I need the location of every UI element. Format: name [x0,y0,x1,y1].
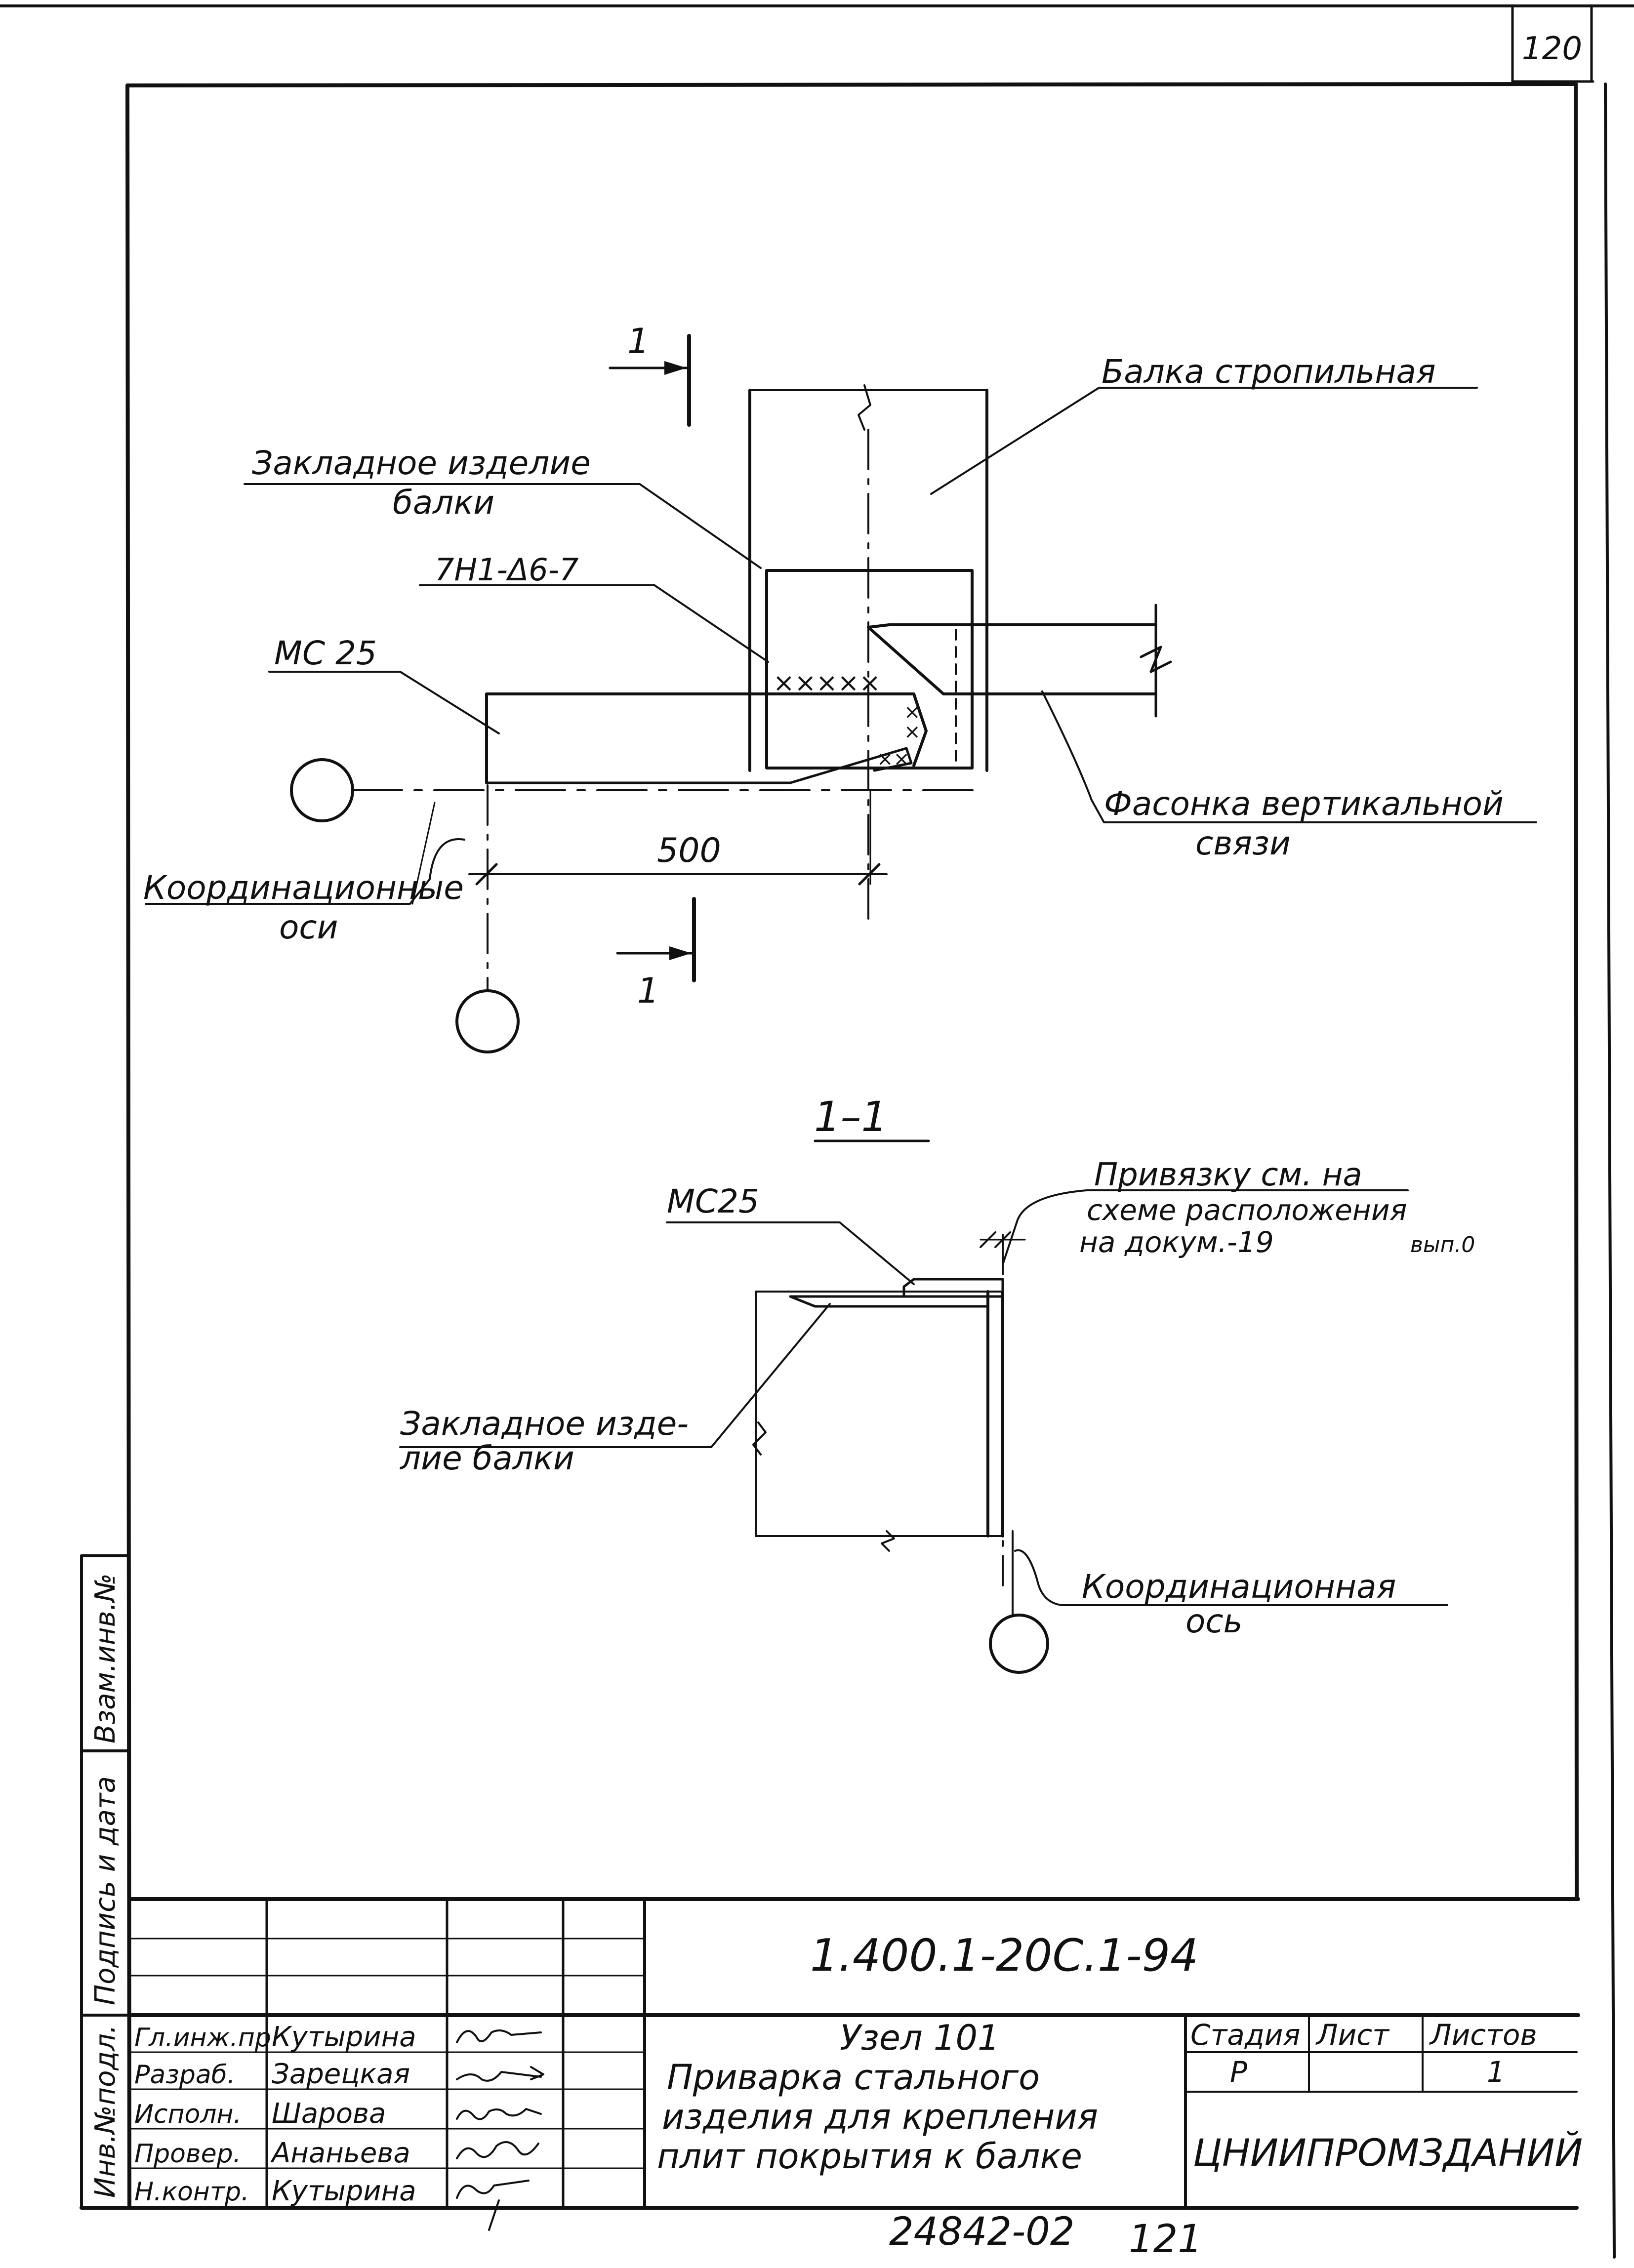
doc-code: 1.400.1-20С.1-94 [810,1930,1198,1982]
bottom-page: 121 [1129,2217,1202,2262]
role-5: Н.контр. [134,2177,249,2207]
signatures [456,2029,544,2231]
axis-bubble-section [989,1614,1049,1674]
beam-label: Балка стропильная [1102,353,1436,391]
name-2: Зарецкая [272,2058,410,2090]
weld-marks-2: × [904,701,921,724]
page-number: 120 [1522,31,1582,67]
name-3: Шарова [272,2098,386,2130]
title-block [127,1897,1580,2209]
plan-view: ××××× × × ×× [145,334,1537,1053]
section-embed-line2: лие балки [399,1439,574,1477]
section-mc-label: МС25 [667,1182,759,1220]
organization: ЦНИИПРОМЗДАНИЙ [1193,2131,1583,2175]
sheet-frame [0,4,1634,2259]
name-5: Кутырина [272,2175,416,2207]
bottom-number: 24842-02 [889,2210,1075,2254]
stamp-signature-date: Подпись и дата [89,1776,122,2005]
section-mark-bottom: 1 [637,971,659,1011]
ref-line1: Привязку см. на [1094,1157,1362,1193]
axes-label-line2: оси [279,908,338,946]
role-1: Гл.инж.пр. [134,2023,279,2053]
ref-line3: на докум.-19 [1079,1225,1274,1259]
gusset-label-line1: Фасонка вертикальной [1104,785,1504,823]
ref-line2: схеме расположения [1087,1193,1407,1227]
title-line2: изделия для крепления [662,2097,1098,2137]
ref-line4: вып.0 [1410,1232,1475,1257]
gusset-label-line2: связи [1195,824,1291,862]
mc-label: МС 25 [274,634,377,672]
axis-bubble-vertical [455,989,520,1053]
role-2: Разраб. [134,2060,235,2090]
title-line3: плит покрытия к балке [657,2136,1082,2177]
node-title: Узел 101 [840,2018,1000,2058]
embed-label-line1: Закладное изделие [252,444,591,482]
weld-marks-3: × [904,721,921,743]
stage-header: Стадия [1190,2018,1301,2052]
weld-marks-4: ×× [877,748,910,770]
title-line1: Приварка стального [667,2057,1040,2098]
role-4: Провер. [134,2139,241,2169]
embed-label-line2: балки [393,484,494,522]
name-1: Кутырина [272,2021,416,2053]
section-title: 1–1 [814,1093,888,1141]
weld-label: 7Н1-Δ6-7 [435,552,579,588]
axis-bubble-horizontal [290,758,354,822]
section-axis-line2: ось [1185,1602,1243,1640]
weld-marks: ××××× [773,668,881,698]
stage-value: Р [1230,2055,1247,2089]
role-3: Исполн. [134,2100,242,2129]
section-axis-line1: Координационная [1082,1568,1396,1606]
sheets-header: Листов [1429,2018,1537,2052]
section-view [399,1139,1448,1674]
section-embed-line1: Закладное изде- [400,1405,689,1443]
name-4: Ананьева [270,2137,410,2169]
side-stamp [80,1554,1579,2210]
stamp-vzam-inv: Взам.инв.№ [89,1573,122,1743]
sheets-value: 1 [1487,2055,1505,2089]
section-mark-top: 1 [627,321,650,362]
sheet-header: Лист [1315,2018,1390,2052]
axes-label-line1: Координационные [143,869,464,907]
stamp-inv-podl: Инв.№подл. [89,2025,122,2198]
dimension-500: 500 [657,831,721,870]
